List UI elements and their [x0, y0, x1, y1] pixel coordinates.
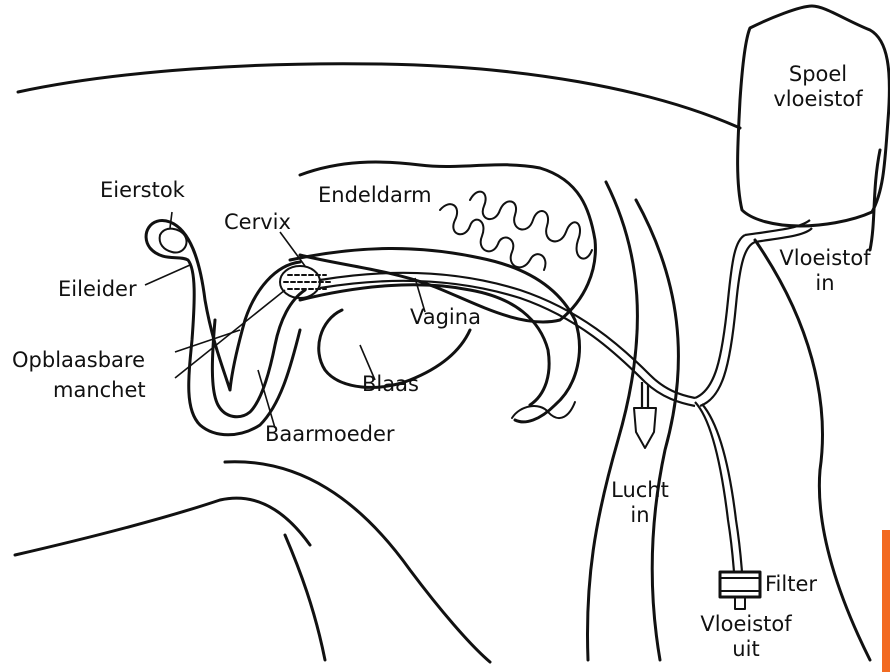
label-filter: Filter	[765, 572, 817, 597]
vagina-tract-lower	[300, 285, 549, 405]
label-blaas: Blaas	[362, 372, 419, 397]
filter-bands	[720, 578, 760, 591]
filter-body	[720, 572, 760, 597]
belly-line	[15, 498, 310, 555]
rectum-folds	[470, 192, 592, 259]
label-lucht-line1: Lucht	[595, 478, 685, 503]
label-opblaasbare-line1: Opblaasbare	[12, 348, 145, 373]
accent-bar	[882, 530, 890, 672]
label-spoel-vloeistof: Spoel vloeistof	[758, 62, 878, 112]
leg-line-left	[225, 462, 490, 662]
leader-eileider	[145, 265, 190, 285]
tube-to-bag-left	[695, 235, 745, 398]
ovary	[160, 229, 187, 253]
label-baarmoeder: Baarmoeder	[265, 422, 395, 447]
leg-line-inner	[285, 535, 325, 660]
label-vagina: Vagina	[410, 305, 481, 330]
label-vloeistof-uit-line1: Vloeistof	[686, 612, 806, 637]
flush-bag	[738, 6, 890, 226]
label-vloeistof-uit: Vloeistof uit	[686, 612, 806, 662]
body-outline-back	[18, 64, 740, 128]
label-endeldarm: Endeldarm	[318, 183, 432, 208]
tail-right-line	[636, 200, 678, 660]
label-spoel-line2: vloeistof	[758, 87, 878, 112]
label-vloeistof-in-line1: Vloeistof	[765, 246, 885, 271]
label-spoel-line1: Spoel	[758, 62, 878, 87]
label-eileider: Eileider	[58, 277, 137, 302]
label-vloeistof-in: Vloeistof in	[765, 246, 885, 296]
label-lucht-in: Lucht in	[595, 478, 685, 528]
uterus-outline-inner	[212, 290, 305, 417]
air-in-tube	[642, 382, 648, 408]
label-cervix: Cervix	[224, 210, 291, 235]
label-vloeistof-in-line2: in	[765, 271, 885, 296]
tube-to-bag-right	[700, 242, 755, 406]
leader-opblaasbare-2	[175, 330, 240, 352]
air-valve	[634, 408, 656, 448]
uterus-outline-outer	[146, 221, 300, 435]
label-vloeistof-uit-line2: uit	[686, 637, 806, 662]
label-eierstok: Eierstok	[100, 178, 185, 203]
outflow-tube-right	[702, 404, 742, 572]
filter-outlet	[735, 597, 745, 609]
leader-eierstok	[170, 212, 172, 228]
label-opblaasbare-line2: manchet	[53, 378, 146, 403]
label-lucht-line2: in	[595, 503, 685, 528]
